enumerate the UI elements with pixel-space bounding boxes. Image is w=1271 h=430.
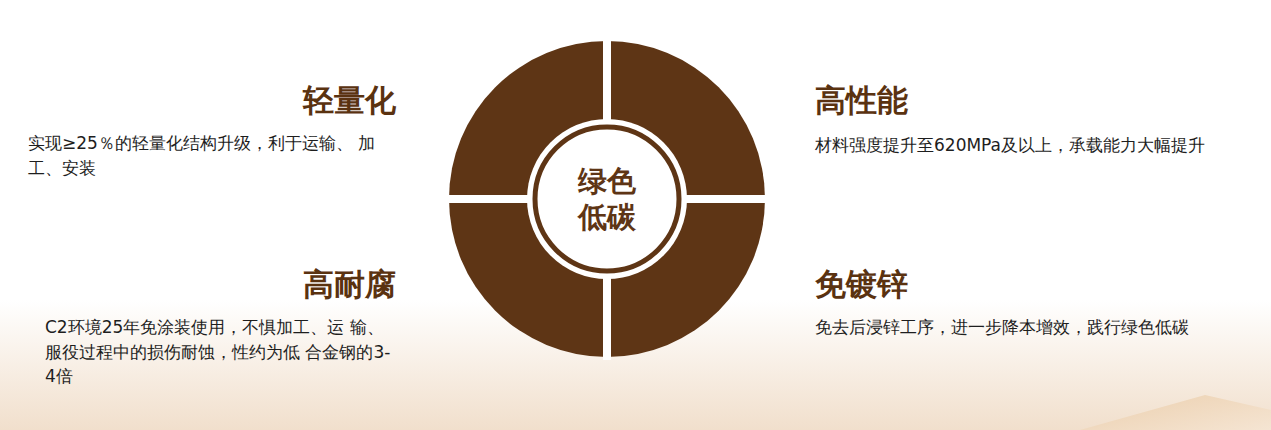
feature-description: 免去后浸锌工序，进一步降本增效，践行绿色低碳 xyxy=(815,315,1265,340)
feature-heading: 免镀锌 xyxy=(815,266,908,302)
feature-heading: 高性能 xyxy=(815,82,908,118)
mountain-peak xyxy=(1080,395,1271,430)
feature-description: C2环境25年免涂装使用，不惧加工、运 输、服役过程中的损伤耐蚀，性约为低 合金… xyxy=(45,315,397,389)
feature-description: 材料强度提升至620MPa及以上，承载能力大幅提升 xyxy=(815,133,1265,158)
quadrant-wheel xyxy=(446,38,768,360)
center-title: 绿色 低碳 xyxy=(574,163,641,236)
feature-heading: 轻量化 xyxy=(303,82,396,118)
feature-description: 实现≥25％的轻量化结构升级，利于运输、 加工、安装 xyxy=(28,131,400,180)
feature-heading: 高耐腐 xyxy=(303,266,396,302)
center-circle: 绿色 低碳 xyxy=(537,129,677,269)
hub-ring xyxy=(535,127,679,271)
wheel-hub xyxy=(527,119,687,279)
